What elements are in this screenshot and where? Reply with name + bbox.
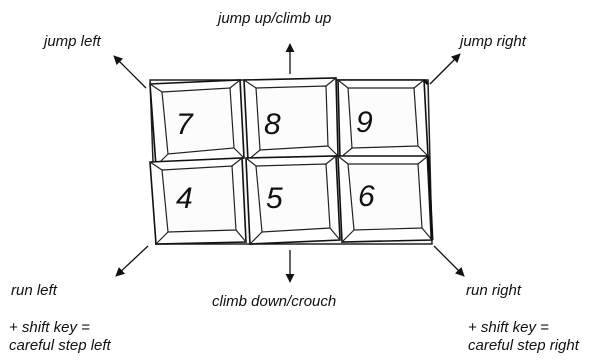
label-jump-up: jump up/climb up — [218, 9, 331, 28]
label-shift-right-line2: careful step right — [468, 336, 579, 355]
arrow-run-right — [434, 246, 464, 276]
label-jump-left: jump left — [44, 32, 101, 51]
key-7-label: 7 — [176, 108, 194, 141]
label-jump-right: jump right — [460, 32, 526, 51]
label-shift-right-line1: + shift key = — [468, 318, 549, 337]
label-run-left: run left — [11, 281, 57, 300]
arrow-jump-left — [114, 56, 146, 88]
key-4-label: 4 — [176, 182, 193, 215]
key-6: 6 — [338, 156, 432, 242]
key-8: 8 — [244, 78, 338, 160]
key-9-label: 9 — [356, 106, 373, 139]
key-5: 5 — [246, 156, 340, 244]
label-shift-left-line1: + shift key = — [9, 318, 90, 337]
key-4: 4 — [150, 158, 246, 244]
key-8-label: 8 — [264, 108, 281, 141]
key-9: 9 — [338, 80, 428, 158]
label-climb-down: climb down/crouch — [212, 292, 336, 311]
arrow-run-left — [116, 246, 148, 276]
key-7: 7 — [150, 80, 244, 166]
label-run-right: run right — [466, 281, 521, 300]
key-5-label: 5 — [266, 182, 283, 215]
arrow-jump-right — [430, 54, 460, 84]
label-shift-left-line2: careful step left — [9, 336, 111, 355]
key-6-label: 6 — [358, 180, 375, 213]
